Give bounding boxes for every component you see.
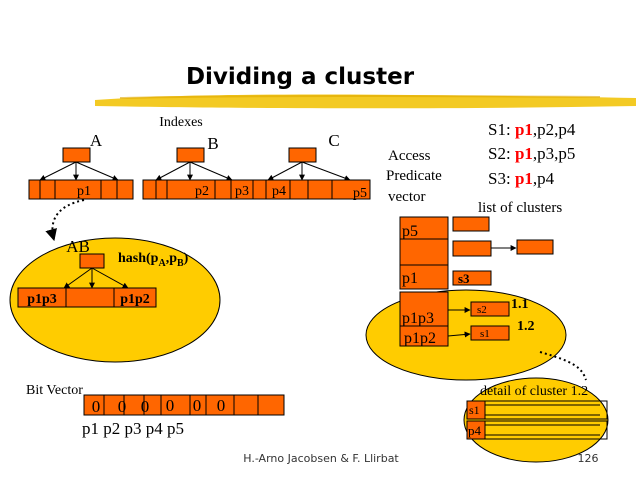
- cluster-list-box-2: [452, 240, 492, 257]
- apv-label-line1: Access: [388, 148, 431, 164]
- detail-row-p4-key: [466, 420, 486, 440]
- index-b-leaf-3: [214, 179, 232, 200]
- index-b-leaf-p2: p2: [195, 184, 209, 199]
- cluster-s1-box: [470, 325, 510, 341]
- detail-label: detail of cluster 1.2: [480, 384, 588, 399]
- title-underline: [95, 94, 636, 109]
- detail-row-s1-key: [466, 400, 486, 420]
- ab-label: AB: [66, 237, 90, 256]
- apv-label-line3: vector: [388, 189, 425, 205]
- cluster-list-box-1: [452, 216, 490, 232]
- bit-vector-bar: [83, 394, 285, 416]
- apv-cell-p1: p1: [402, 270, 418, 287]
- apv-cell-3: [399, 264, 449, 290]
- index-a-leaf-4: [116, 179, 134, 200]
- s3-definition: S3: p1,p4: [488, 169, 555, 188]
- index-a-leaf-p1: p1: [77, 184, 91, 199]
- index-a-leaf-1: [28, 179, 56, 200]
- cluster-12-label: 1.2: [517, 319, 535, 334]
- bit-4: 0: [193, 396, 202, 415]
- index-c-leaf-p4: p4: [272, 184, 286, 199]
- page-number: 126: [578, 452, 599, 465]
- cluster-s3-label: s3: [458, 271, 470, 286]
- ab-leaf-p1p2-label: p1p2: [120, 292, 150, 307]
- cluster-s2-label: s2: [477, 304, 487, 316]
- detail-ellipse: [463, 377, 609, 463]
- index-b-label: B: [207, 134, 218, 153]
- right-p1p3-label: p1p3: [402, 310, 434, 327]
- bit-2: 0: [141, 397, 150, 416]
- ab-leaf-middle: [65, 287, 115, 308]
- p1-to-ab-arrow: [45, 199, 85, 242]
- cluster-s2-box: [470, 301, 510, 317]
- bit-vector-cells: [103, 395, 259, 415]
- ab-leaf-p1p2: [113, 287, 157, 308]
- apv-cell-2: [399, 238, 449, 266]
- bit-3: 0: [166, 396, 175, 415]
- footer-authors: H.-Arno Jacobsen & F. Llirbat: [243, 452, 399, 465]
- index-c-label: C: [328, 131, 339, 150]
- index-c-leaf-3: [307, 179, 333, 200]
- index-a-root: [62, 147, 91, 163]
- cluster-s3-box: [452, 270, 492, 286]
- index-a-tree: A p1: [28, 131, 134, 200]
- hash-label: hash(pA,pB): [118, 251, 189, 269]
- bit-0: 0: [92, 397, 101, 416]
- s1-definition: S1: p1,p2,p4: [488, 120, 576, 139]
- right-p1p2-label: p1p2: [404, 330, 436, 347]
- bit-5: 0: [217, 396, 226, 415]
- bit-1: 0: [118, 397, 127, 416]
- index-b-leaf-1: [142, 179, 168, 200]
- right-node-p1p3: [399, 291, 449, 327]
- index-a-leaf-3: [100, 179, 118, 200]
- list-of-clusters-label: list of clusters: [478, 200, 562, 216]
- index-b-tree: B p2 p3: [142, 134, 254, 200]
- bit-vector-label: Bit Vector: [26, 383, 83, 398]
- page-title: Dividing a cluster: [186, 64, 415, 90]
- bit-vector-positions: p1 p2 p3 p4 p5: [82, 419, 184, 438]
- cluster-list-box-3: [516, 239, 554, 255]
- index-c-tree: C p4 p5: [252, 131, 371, 201]
- cluster-s1-label: s1: [480, 328, 490, 340]
- index-b-root: [176, 147, 205, 163]
- ab-root-node: [79, 253, 105, 269]
- index-c-leaf-4: [331, 179, 371, 200]
- apv-cell-p5: p5: [402, 223, 418, 240]
- apv-label-line2: Predicate: [386, 168, 442, 184]
- detail-p4-label: p4: [468, 423, 482, 438]
- index-c-leaf-2: [289, 179, 309, 200]
- index-b-leaf-p3: p3: [235, 184, 249, 199]
- index-a-label: A: [90, 131, 103, 150]
- index-c-root: [288, 147, 317, 163]
- detail-s1-label: s1: [469, 403, 480, 417]
- cluster-11-label: 1.1: [511, 297, 529, 312]
- s2-definition: S2: p1,p3,p5: [488, 144, 575, 163]
- indexes-label: Indexes: [159, 115, 203, 130]
- ab-leaf-p1p3-label: p1p3: [27, 292, 57, 307]
- index-c-leaf-p5: p5: [353, 186, 367, 201]
- cluster-right-ellipse: [365, 289, 567, 381]
